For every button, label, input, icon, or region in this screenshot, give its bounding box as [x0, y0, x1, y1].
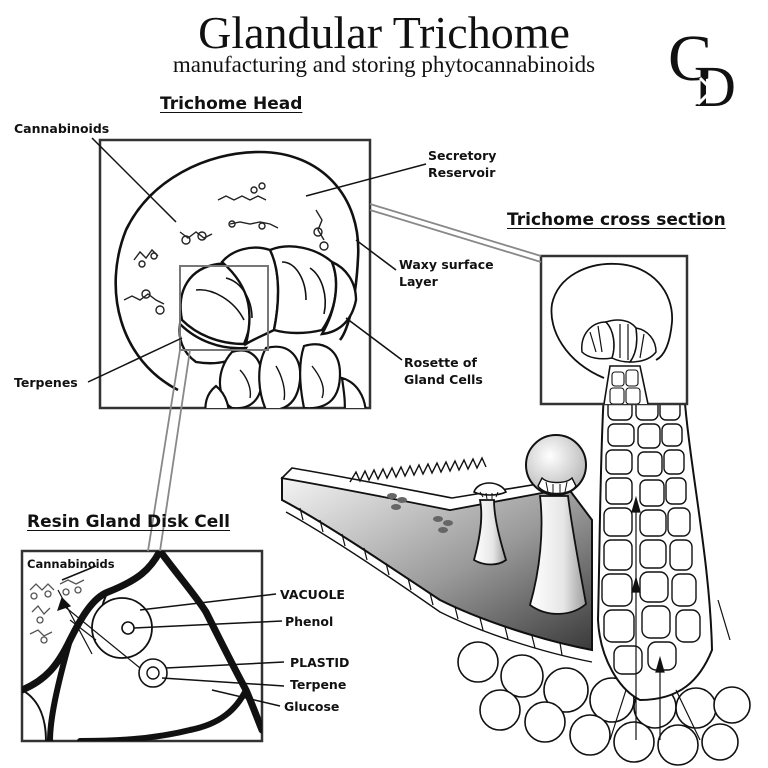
label-rosette: Rosette of [404, 355, 477, 370]
cd-logo: C D [668, 22, 736, 119]
label-terpenes: Terpenes [14, 375, 78, 390]
label-vacuole: VACUOLE [280, 587, 345, 602]
trichome-head-drawing [114, 150, 367, 408]
label-glucose: Glucose [284, 699, 340, 714]
trichome-head-heading: Trichome Head [160, 94, 303, 114]
large-trichome-stalk [596, 391, 731, 741]
label-gland-cells: Gland Cells [404, 372, 483, 387]
label-reservoir: Reservoir [428, 165, 496, 180]
medium-trichome [525, 434, 587, 615]
small-trichome [472, 482, 508, 566]
page-title: Glandular Trichome [198, 7, 570, 58]
label-waxy-surface: Waxy surface [399, 257, 494, 272]
label-phenol: Phenol [285, 614, 334, 629]
leaf-section [280, 456, 751, 766]
disk-cell-drawing [20, 549, 264, 743]
label-cannabinoids-head: Cannabinoids [14, 121, 110, 136]
label-waxy-layer: Layer [399, 274, 438, 289]
page-subtitle: manufacturing and storing phytocannabino… [172, 52, 596, 77]
label-secretory: Secretory [428, 148, 497, 163]
disk-cell-heading: Resin Gland Disk Cell [27, 512, 230, 532]
cross-section-heading: Trichome cross section [507, 210, 726, 230]
label-cannabinoids-disk: Cannabinoids [27, 557, 115, 571]
label-plastid: PLASTID [290, 655, 350, 670]
svg-text:D: D [694, 54, 736, 119]
zoom-connectors [147, 203, 542, 552]
cross-section-drawing [539, 254, 689, 406]
label-terpene: Terpene [290, 677, 347, 692]
leader-lines [61, 137, 427, 707]
